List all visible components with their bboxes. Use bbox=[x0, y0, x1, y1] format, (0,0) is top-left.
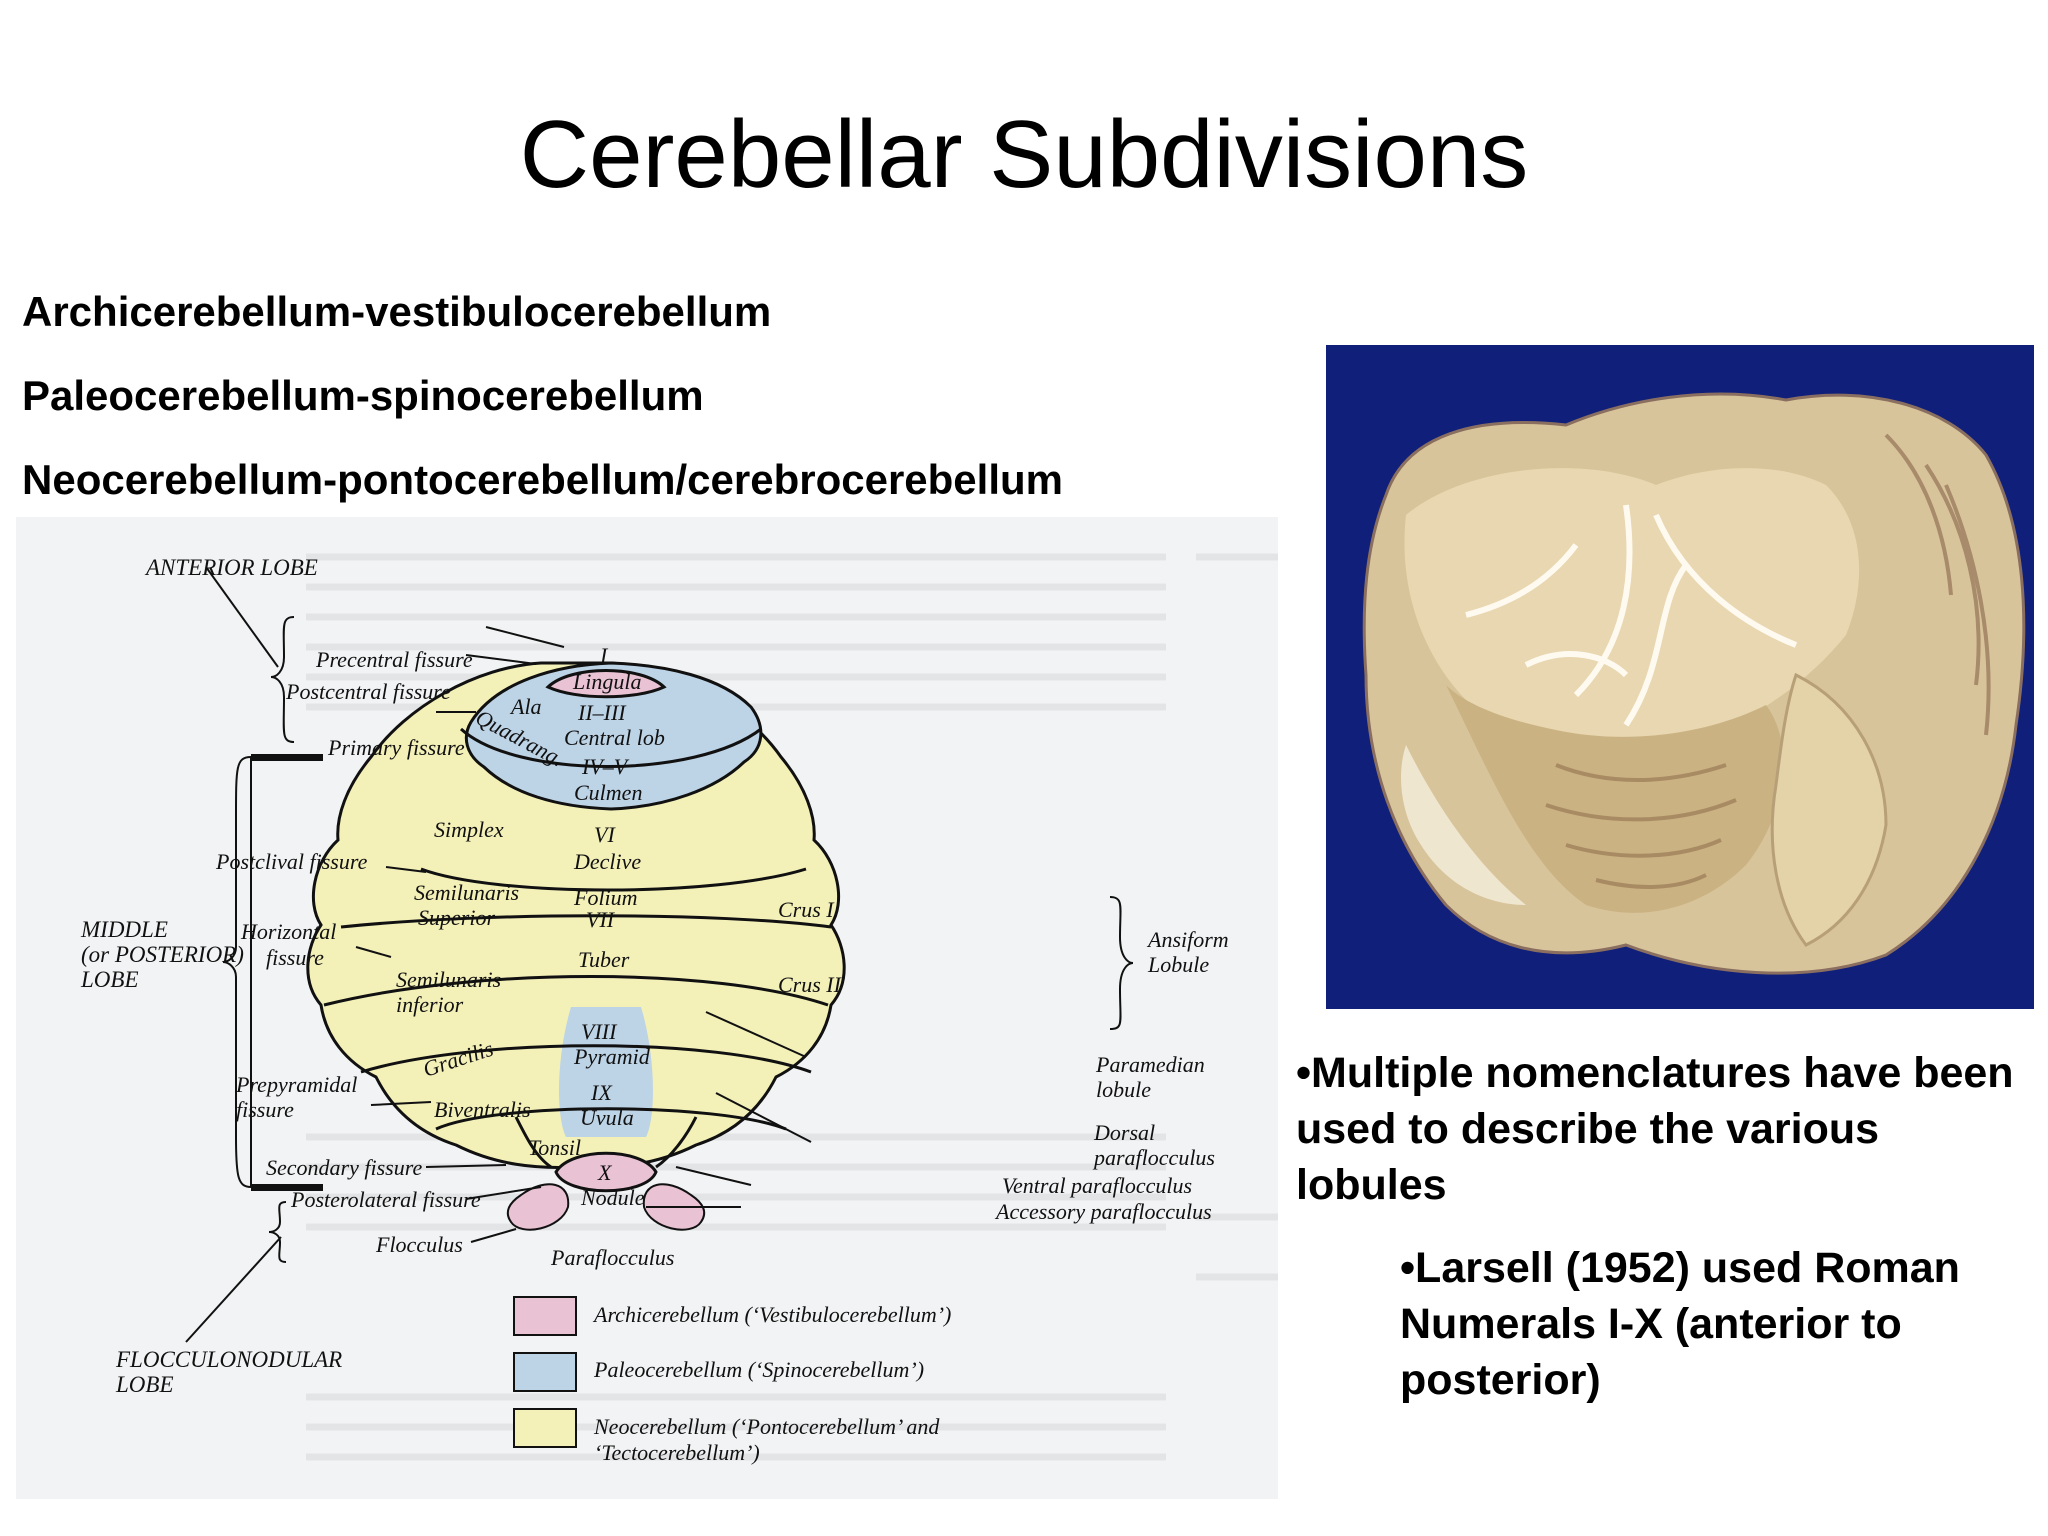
label-ansiform-2: Lobule bbox=[1147, 952, 1209, 977]
label-semilunaris-inferior-1: Semilunaris bbox=[396, 967, 501, 992]
label-lobule-ix: IX bbox=[590, 1080, 613, 1105]
legend-swatch-neo bbox=[513, 1408, 577, 1448]
label-pyramid: Pyramid bbox=[573, 1044, 651, 1069]
fissure-curves bbox=[323, 727, 832, 1169]
label-lobule-vii: VII bbox=[586, 907, 616, 932]
flocculus-left-region bbox=[506, 1183, 570, 1231]
label-ventral-paraflocculus: Ventral paraflocculus bbox=[1002, 1173, 1192, 1198]
label-prepyramidal-fissure-1: Prepyramidal bbox=[235, 1072, 357, 1097]
label-simplex: Simplex bbox=[434, 817, 504, 842]
label-primary-fissure: Primary fissure bbox=[327, 735, 465, 760]
label-posterolateral-fissure: Posterolateral fissure bbox=[290, 1187, 481, 1212]
legend-label-neo-2: ‘Tectocerebellum’) bbox=[594, 1440, 760, 1465]
label-middle-lobe-1: MIDDLE bbox=[80, 917, 168, 942]
label-tuber: Tuber bbox=[578, 947, 630, 972]
label-semilunaris-inferior-2: inferior bbox=[396, 992, 464, 1017]
label-precentral-fissure: Precentral fissure bbox=[315, 647, 473, 672]
legend: Archicerebellum (‘Vestibulocerebellum’) … bbox=[513, 1296, 951, 1465]
label-semilunaris-superior-1: Semilunaris bbox=[414, 880, 519, 905]
label-central-lobule: Central lob bbox=[564, 725, 665, 750]
label-prepyramidal-fissure-2: fissure bbox=[236, 1097, 294, 1122]
paleocerebellum-vermis-region bbox=[559, 1007, 653, 1137]
term-paleocerebellum: Paleocerebellum-spinocerebellum bbox=[22, 372, 704, 419]
label-crus-i: Crus I bbox=[778, 897, 835, 922]
term-archicerebellum: Archicerebellum-vestibulocerebellum bbox=[22, 288, 772, 335]
cerebellum-diagram: ANTERIOR LOBE Precentral fissure Postcen… bbox=[16, 517, 1278, 1499]
legend-swatch-archi bbox=[513, 1296, 577, 1336]
label-tonsil: Tonsil bbox=[528, 1135, 581, 1160]
label-dorsal-paraflocculus-1: Dorsal bbox=[1093, 1120, 1155, 1145]
label-dorsal-paraflocculus-2: paraflocculus bbox=[1092, 1145, 1215, 1170]
label-ansiform-1: Ansiform bbox=[1146, 927, 1229, 952]
lobe-braces bbox=[222, 616, 1134, 1263]
pointer-lines bbox=[185, 566, 812, 1343]
label-anterior-lobe: ANTERIOR LOBE bbox=[144, 555, 318, 580]
legend-label-archi: Archicerebellum (‘Vestibulocerebellum’) bbox=[592, 1302, 951, 1327]
label-lobule-ii-iii: II–III bbox=[577, 700, 627, 725]
label-accessory-paraflocculus: Accessory paraflocculus bbox=[994, 1199, 1212, 1224]
cerebellum-specimen-photo bbox=[1326, 345, 2034, 1009]
bullet-nomenclatures: •Multiple nomenclatures have been used t… bbox=[1296, 1049, 2014, 1209]
label-uvula: Uvula bbox=[580, 1105, 634, 1130]
term-neocerebellum: Neocerebellum-pontocerebellum/cerebrocer… bbox=[22, 456, 1063, 503]
label-paramedian-1: Paramedian bbox=[1095, 1052, 1205, 1077]
label-paraflocculus: Paraflocculus bbox=[550, 1245, 674, 1270]
label-lobule-x: X bbox=[597, 1160, 613, 1185]
label-secondary-fissure: Secondary fissure bbox=[266, 1155, 422, 1180]
paleocerebellum-anterior-region bbox=[464, 661, 763, 811]
legend-label-paleo: Paleocerebellum (‘Spinocerebellum’) bbox=[593, 1357, 924, 1382]
legend-label-neo-1: Neocerebellum (‘Pontocerebellum’ and bbox=[593, 1414, 940, 1439]
label-horizontal-fissure-2: fissure bbox=[266, 945, 324, 970]
label-middle-lobe-3: LOBE bbox=[80, 967, 139, 992]
label-biventralis: Biventralis bbox=[434, 1097, 531, 1122]
legend-swatch-paleo bbox=[513, 1352, 577, 1392]
label-horizontal-fissure-1: Horizontal bbox=[240, 919, 336, 944]
posterolateral-fissure-bar bbox=[251, 1184, 323, 1191]
label-lobule-vi: VI bbox=[594, 822, 616, 847]
bullet-larsell: •Larsell (1952) used Roman Numerals I-X … bbox=[1400, 1244, 1960, 1404]
specimen-illustration bbox=[1362, 392, 2026, 975]
label-lobule-i: I bbox=[599, 643, 609, 668]
cerebellum-diagram-svg: ANTERIOR LOBE Precentral fissure Postcen… bbox=[80, 553, 1278, 1465]
primary-fissure-bar bbox=[251, 754, 323, 761]
nodule-region bbox=[554, 1151, 658, 1193]
lingula-region bbox=[545, 669, 667, 699]
label-paramedian-2: lobule bbox=[1096, 1077, 1151, 1102]
label-flocculonodular-lobe-2: LOBE bbox=[115, 1372, 174, 1397]
label-culmen: Culmen bbox=[574, 780, 642, 805]
label-semilunaris-superior-2: Superior bbox=[418, 905, 495, 930]
label-crus-ii: Crus II bbox=[778, 972, 843, 997]
label-postcentral-fissure: Postcentral fissure bbox=[285, 679, 451, 704]
label-declive: Declive bbox=[573, 849, 641, 874]
label-middle-lobe-2: (or POSTERIOR) bbox=[81, 942, 244, 967]
label-flocculus: Flocculus bbox=[375, 1232, 463, 1257]
label-lingula: Lingula bbox=[572, 669, 641, 694]
label-nodule: Nodule bbox=[580, 1185, 645, 1210]
label-postclival-fissure: Postclival fissure bbox=[215, 849, 368, 874]
label-lobule-iv-v: IV–V bbox=[581, 754, 630, 779]
term-list: Archicerebellum-vestibulocerebellum Pale… bbox=[22, 287, 1063, 539]
label-ala: Ala bbox=[509, 694, 542, 719]
slide-title: Cerebellar Subdivisions bbox=[519, 101, 1529, 208]
label-folium: Folium bbox=[573, 885, 638, 910]
label-flocculonodular-lobe-1: FLOCCULONODULAR bbox=[115, 1347, 342, 1372]
label-lobule-viii: VIII bbox=[581, 1019, 618, 1044]
